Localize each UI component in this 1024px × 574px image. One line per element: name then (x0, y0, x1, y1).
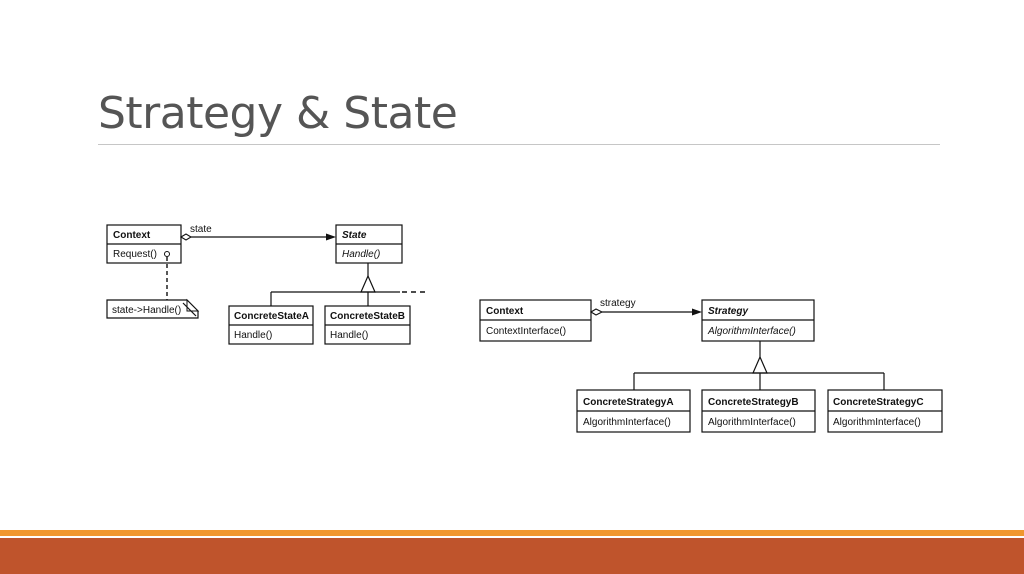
concrete-state-a-class: ConcreteStateA Handle() (228, 305, 314, 345)
state-context-class: Context Request() (106, 224, 182, 264)
concrete-strategy-a-class: ConcreteStrategyA AlgorithmInterface() (576, 389, 691, 433)
strategy-association: strategy (589, 298, 702, 316)
concrete-strategy-a-operation: AlgorithmInterface() (583, 417, 671, 428)
concrete-strategy-a-name: ConcreteStrategyA (583, 397, 674, 408)
strategy-class-operation: AlgorithmInterface() (707, 326, 796, 337)
concrete-strategy-b-operation: AlgorithmInterface() (708, 417, 796, 428)
strategy-class-name: Strategy (708, 306, 748, 317)
state-note: state->Handle() (106, 298, 200, 319)
arrowhead (326, 233, 336, 241)
concrete-state-b-operation: Handle() (330, 330, 368, 341)
concrete-state-b-class: ConcreteStateB Handle() (324, 305, 411, 345)
state-abstract-class: State Handle() (335, 224, 403, 264)
concrete-state-b-name: ConcreteStateB (330, 311, 405, 322)
slide-title: Strategy & State (98, 88, 458, 139)
footer-bar (0, 538, 1024, 574)
concrete-strategy-b-name: ConcreteStrategyB (708, 397, 799, 408)
concrete-state-a-name: ConcreteStateA (234, 311, 309, 322)
strategy-association-label: strategy (600, 298, 636, 309)
strategy-context-name: Context (486, 306, 524, 317)
note-connector (164, 251, 170, 300)
strategy-pattern-diagram: Context ContextInterface() strategy Stra… (479, 298, 943, 433)
state-context-operation: Request() (113, 249, 157, 260)
concrete-strategy-c-name: ConcreteStrategyC (833, 397, 924, 408)
state-association: state (179, 224, 336, 241)
concrete-strategy-b-class: ConcreteStrategyB AlgorithmInterface() (701, 389, 816, 433)
state-class-operation: Handle() (342, 249, 380, 260)
strategy-generalization (633, 341, 885, 390)
arrowhead (692, 308, 702, 316)
state-class-name: State (342, 230, 367, 241)
inheritance-triangle (752, 355, 768, 374)
strategy-context-class: Context ContextInterface() (479, 299, 592, 342)
inheritance-triangle (360, 274, 376, 293)
aggregation-diamond (589, 308, 604, 316)
strategy-context-operation: ContextInterface() (486, 326, 566, 337)
state-context-name: Context (113, 230, 151, 241)
concrete-state-a-operation: Handle() (234, 330, 272, 341)
strategy-abstract-class: Strategy AlgorithmInterface() (701, 299, 815, 342)
title-divider (98, 144, 940, 145)
footer-accent-stripe (0, 530, 1024, 536)
state-generalization (270, 263, 426, 306)
concrete-strategy-c-class: ConcreteStrategyC AlgorithmInterface() (827, 389, 943, 433)
state-note-text: state->Handle() (112, 305, 181, 316)
state-pattern-diagram: Context Request() state state->Handle() … (106, 224, 426, 345)
state-association-label: state (190, 224, 212, 235)
concrete-strategy-c-operation: AlgorithmInterface() (833, 417, 921, 428)
